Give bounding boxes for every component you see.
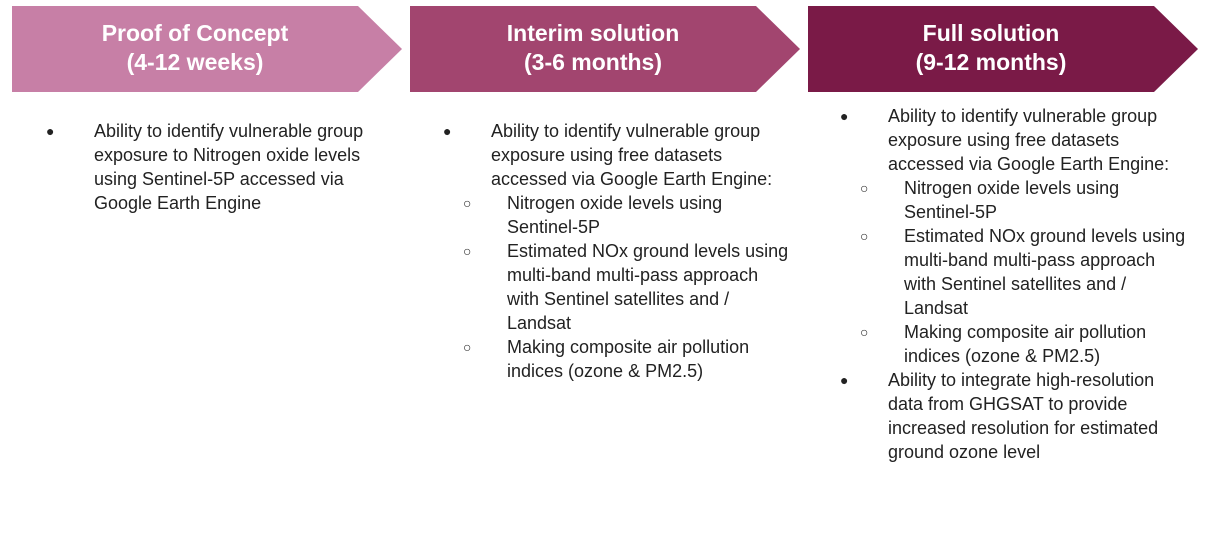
sub-bullet-icon: ○ — [463, 339, 472, 355]
sub-list-item-text: Nitrogen oxide levels using Sentinel-5P — [507, 193, 723, 237]
sub-bullet-icon: ○ — [463, 243, 472, 259]
list-item: ● Ability to identify vulnerable group e… — [46, 119, 396, 215]
sub-bullet-icon: ○ — [463, 195, 472, 211]
stage-details-full-solution: ● Ability to identify vulnerable group e… — [840, 104, 1190, 464]
stage-title-line1: Full solution — [922, 20, 1060, 46]
bullet-icon: ● — [443, 123, 452, 139]
stage-proof-of-concept: Proof of Concept (4-12 weeks) — [12, 6, 402, 92]
sub-list-item: ○ Estimated NOx ground levels using mult… — [443, 239, 793, 335]
sub-bullet-icon: ○ — [860, 228, 869, 244]
chevron-arrow-shape — [808, 6, 1198, 92]
stage-duration: (3-6 months) — [524, 49, 662, 75]
sub-bullet-list: ○ Nitrogen oxide levels using Sentinel-5… — [840, 176, 1190, 368]
stage-full-solution: Full solution (9-12 months) — [808, 6, 1198, 92]
sub-bullet-list: ○ Nitrogen oxide levels using Sentinel-5… — [443, 191, 793, 383]
sub-list-item-text: Estimated NOx ground levels using multi-… — [904, 226, 1186, 318]
stage-title: Full solution (9-12 months) — [808, 19, 1174, 77]
stage-title-line1: Interim solution — [506, 20, 680, 46]
chevron-fill — [808, 6, 1198, 92]
bullet-icon: ● — [840, 372, 849, 388]
bullet-icon: ● — [46, 123, 55, 139]
stage-duration: (4-12 weeks) — [126, 49, 264, 75]
sub-list-item: ○ Making composite air pollution indices… — [840, 320, 1190, 368]
sub-bullet-icon: ○ — [860, 324, 869, 340]
stage-title: Interim solution (3-6 months) — [410, 19, 776, 77]
stage-duration: (9-12 months) — [915, 49, 1067, 75]
list-item-text: Ability to identify vulnerable group exp… — [491, 121, 773, 189]
sub-list-item-text: Making composite air pollution indices (… — [904, 322, 1147, 366]
stage-details-proof-of-concept: ● Ability to identify vulnerable group e… — [46, 119, 396, 215]
stage-title-line1: Proof of Concept — [101, 20, 289, 46]
list-item: ● Ability to identify vulnerable group e… — [443, 119, 793, 383]
sub-list-item: ○ Nitrogen oxide levels using Sentinel-5… — [443, 191, 793, 239]
sub-list-item-text: Estimated NOx ground levels using multi-… — [507, 241, 789, 333]
list-item-text: Ability to identify vulnerable group exp… — [888, 106, 1170, 174]
chevron-arrow-shape — [410, 6, 800, 92]
sub-list-item: ○ Nitrogen oxide levels using Sentinel-5… — [840, 176, 1190, 224]
list-item-text: Ability to identify vulnerable group exp… — [94, 121, 364, 213]
chevron-fill — [410, 6, 800, 92]
sub-list-item: ○ Making composite air pollution indices… — [443, 335, 793, 383]
chevron-arrow-shape — [12, 6, 402, 92]
sub-list-item-text: Nitrogen oxide levels using Sentinel-5P — [904, 178, 1120, 222]
sub-list-item: ○ Estimated NOx ground levels using mult… — [840, 224, 1190, 320]
stage-details-interim-solution: ● Ability to identify vulnerable group e… — [443, 119, 793, 383]
list-item: ● Ability to identify vulnerable group e… — [840, 104, 1190, 368]
sub-list-item-text: Making composite air pollution indices (… — [507, 337, 750, 381]
stage-title: Proof of Concept (4-12 weeks) — [12, 19, 378, 77]
bullet-list: ● Ability to identify vulnerable group e… — [840, 104, 1190, 464]
list-item: ● Ability to integrate high-resolution d… — [840, 368, 1190, 464]
chevron-fill — [12, 6, 402, 92]
stage-interim-solution: Interim solution (3-6 months) — [410, 6, 800, 92]
list-item-text: Ability to integrate high-resolution dat… — [888, 370, 1159, 462]
sub-bullet-icon: ○ — [860, 180, 869, 196]
bullet-list: ● Ability to identify vulnerable group e… — [46, 119, 396, 215]
bullet-icon: ● — [840, 108, 849, 124]
bullet-list: ● Ability to identify vulnerable group e… — [443, 119, 793, 383]
